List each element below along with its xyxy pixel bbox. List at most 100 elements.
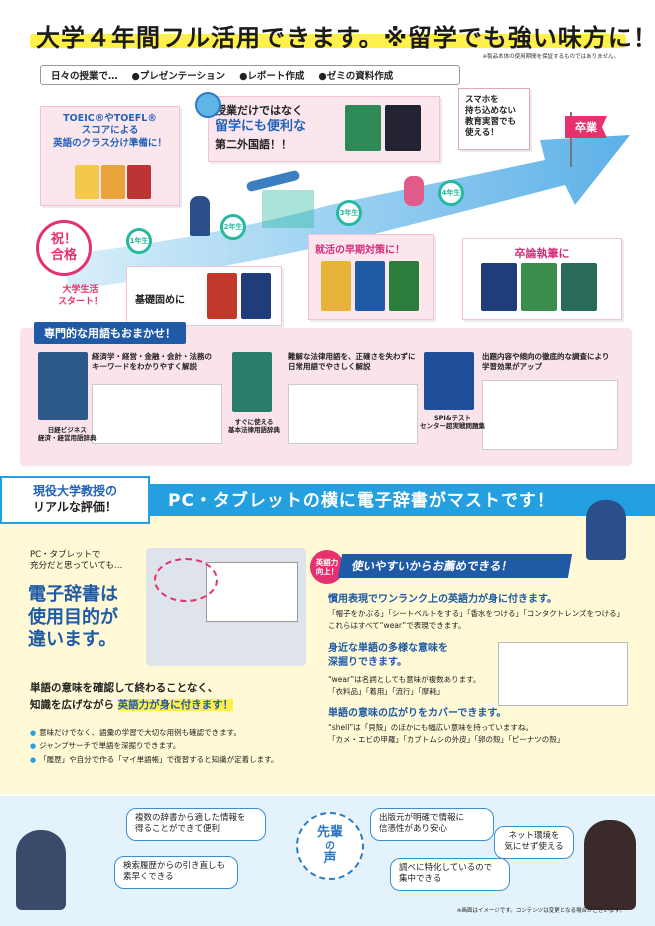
section3-title: 単語の意味の広がりをカバーできます。 bbox=[328, 708, 507, 719]
female-student-icon bbox=[584, 820, 636, 910]
professor-line2: リアルな評価！ bbox=[33, 500, 117, 514]
basics-text: 基礎固めに bbox=[135, 295, 185, 306]
left-big3: 違います。 bbox=[28, 629, 117, 650]
left-lead3: 英語力が身に付きます！ bbox=[117, 698, 234, 711]
expert-item: 出題内容や傾向の徹底的な調査により 学習効果がアップ SPI&テスト センター超… bbox=[420, 352, 624, 458]
student-icon bbox=[404, 176, 424, 206]
laptop-screen bbox=[206, 562, 298, 622]
section2-body1: “wear”は名詞としても意味が複数あります。 bbox=[328, 675, 481, 684]
book-icon bbox=[345, 105, 381, 151]
usage-bar: 日々の授業で… ●プレゼンテーション ●レポート作成 ●ゼミの資料作成 bbox=[40, 65, 460, 85]
section1-title: 慣用表現でワンランク上の英語力が身に付きます。 bbox=[328, 594, 557, 605]
step-2: 2年生 bbox=[220, 214, 246, 240]
professor-icon bbox=[586, 500, 626, 560]
smartphone-card: スマホを 持ち込めない 教育実習でも 使える！ bbox=[458, 88, 530, 150]
left-lead2: 知識を広げながら bbox=[30, 698, 114, 711]
second-lang-line2: 留学にも便利な bbox=[215, 119, 307, 135]
right-heading: 使いやすいからお薦めできる！ bbox=[337, 554, 573, 578]
usage-item: ●プレゼンテーション bbox=[131, 71, 226, 82]
book-icon bbox=[75, 165, 99, 199]
section3-body2: 「カメ・エビの甲羅」「カブトムシの外皮」「卵の殻」「ピーナツの殻」 bbox=[328, 735, 565, 744]
section2-title1: 身近な単語の多様な意味を bbox=[328, 643, 448, 654]
pass-stamp: 祝！ 合格 bbox=[36, 220, 92, 276]
second-lang-line3: 第二外国語！！ bbox=[215, 137, 292, 151]
dictionary-screen bbox=[498, 642, 628, 706]
expert-desc: 出題内容や傾向の徹底的な調査により 学習効果がアップ bbox=[482, 352, 610, 372]
student-icon bbox=[190, 196, 210, 236]
expert-item: 難解な法律用語を、正確さを失わずに 日常用語でやさしく解説 すぐに使える 基本法… bbox=[228, 352, 418, 458]
voice-center2: の bbox=[325, 840, 335, 852]
left-big2: 使用目的が bbox=[28, 606, 118, 628]
step-3: 3年生 bbox=[336, 200, 362, 226]
book-icon bbox=[241, 273, 271, 319]
band-title: PC・タブレットの横に電子辞書がマストです！ bbox=[168, 491, 555, 511]
section2-title: 身近な単語の多様な意味を 深掘りできます。 bbox=[328, 642, 628, 670]
usage-item: ●レポート作成 bbox=[239, 71, 305, 82]
book-icon bbox=[561, 263, 597, 311]
senior-voice-badge: 先輩 の 声 bbox=[296, 812, 364, 880]
book-icon bbox=[321, 261, 351, 311]
usage-item: 日々の授業で… bbox=[51, 71, 118, 82]
expert-book-title: 日経ビジネス 経済・経営用語辞典 bbox=[38, 426, 97, 443]
toeic-card: TOEIC®やTOEFL® スコアによる 英語のクラス分け準備に！ bbox=[40, 106, 180, 206]
basics-card: 基礎固めに bbox=[126, 266, 282, 326]
left-big: 電子辞書は 使用目的が 違います。 bbox=[28, 584, 118, 652]
flag-pole bbox=[570, 112, 572, 167]
expert-item: 経済学・経営・金融・会計・法務の キーワードをわかりやすく解説 日経ビジネス 経… bbox=[38, 352, 222, 458]
professor-line1: 現役大学教授の bbox=[32, 484, 117, 499]
thesis-text: 卒論執筆に bbox=[514, 247, 570, 260]
step-4: 4年生 bbox=[438, 180, 464, 206]
goal-flag: 卒業 bbox=[565, 116, 607, 138]
header-note: ※製品本体の使用期間を保証するものではありません。 bbox=[482, 54, 619, 60]
second-language-card: 授業だけではなく 留学にも便利な 第二外国語！！ bbox=[208, 96, 440, 162]
page-title: 大学４年間フル活用できます。※留学でも強い味方に！ bbox=[36, 24, 655, 52]
pass-line2: 合格 bbox=[50, 248, 77, 263]
voice-bubble: 検索履歴からの引き直しも 素早くできる bbox=[114, 856, 238, 889]
device-screen bbox=[92, 384, 222, 444]
section3-body1: “shell”は「貝殻」のほかにも幅広い意味を持っていますね。 bbox=[328, 723, 533, 732]
book-icon bbox=[127, 165, 151, 199]
section1-body2: これらはすべて“wear”で表現できます。 bbox=[328, 621, 466, 630]
section2-title2: 深掘りできます。 bbox=[328, 657, 407, 668]
step-1: 1年生 bbox=[126, 228, 152, 254]
second-lang-line1: 授業だけではなく bbox=[215, 104, 303, 117]
left-bullet: ジャンプサーチで単語を深掘りできます。 bbox=[30, 739, 320, 752]
pass-line1: 祝！ bbox=[50, 232, 77, 248]
book-icon bbox=[521, 263, 557, 311]
book-icon bbox=[232, 352, 272, 412]
left-bullet: 「履歴」や自分で作る「マイ単語帳」で復習すると知識が定着します。 bbox=[30, 753, 320, 766]
book-icon bbox=[385, 105, 421, 151]
book-icon bbox=[355, 261, 385, 311]
start-label: 大学生活 スタート！ bbox=[58, 285, 104, 307]
right-content: 慣用表現でワンランク上の英語力が身に付きます。 「帽子をかぶる」「シートベルトを… bbox=[328, 592, 628, 746]
book-icon bbox=[101, 165, 125, 199]
desk-icon bbox=[262, 190, 314, 228]
laptop-photo bbox=[146, 548, 306, 666]
thesis-card: 卒論執筆に bbox=[462, 238, 622, 320]
job-card: 就活の早期対策に！ bbox=[308, 234, 434, 320]
device-screen bbox=[288, 384, 418, 444]
english-badge: 英語力 向上！ bbox=[310, 550, 344, 584]
left-big1: 電子辞書は bbox=[28, 584, 118, 605]
left-intro: PC・タブレットで 充分だと思っていても… bbox=[30, 550, 123, 572]
left-lead1: 単語の意味を確認して終わることなく、 bbox=[30, 682, 219, 694]
footnote: ※画面はイメージです。コンテンツは変更となる場合がございます。 bbox=[456, 908, 625, 914]
device-screen bbox=[482, 380, 618, 450]
professor-box: 現役大学教授の リアルな評価！ bbox=[0, 476, 150, 524]
voice-center3: 声 bbox=[323, 850, 337, 866]
expert-desc: 難解な法律用語を、正確さを失わずに 日常用語でやさしく解説 bbox=[288, 352, 416, 372]
voice-bubble: ネット環境を 気にせず使える bbox=[494, 826, 574, 859]
book-icon bbox=[207, 273, 237, 319]
expert-book-title: SPI&テスト センター超実戦問題集 bbox=[420, 414, 485, 431]
book-icon bbox=[481, 263, 517, 311]
male-student-icon bbox=[16, 830, 66, 910]
voice-bubble: 調べに特化しているので 集中できる bbox=[390, 858, 510, 891]
expert-book-title: すぐに使える 基本法律用語辞典 bbox=[228, 418, 280, 435]
section2-body2: 「衣料品」「着用」「流行」「摩耗」 bbox=[328, 687, 445, 696]
book-icon bbox=[38, 352, 88, 420]
left-lead: 単語の意味を確認して終わることなく、 知識を広げながら 英語力が身に付きます！ bbox=[30, 680, 234, 714]
toeic-text: TOEIC®やTOEFL® スコアによる 英語のクラス分け準備に！ bbox=[53, 113, 167, 149]
voice-bubble: 出版元が明確で情報に 信憑性があり安心 bbox=[370, 808, 494, 841]
title-highlight bbox=[30, 34, 626, 48]
section1-body1: 「帽子をかぶる」「シートベルトをする」「香水をつける」「コンタクトレンズをつける… bbox=[328, 609, 625, 618]
